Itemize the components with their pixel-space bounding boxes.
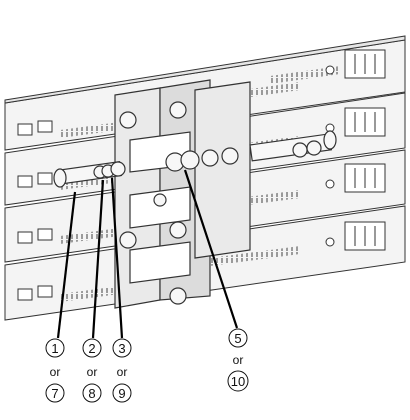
terminal-blocks — [325, 49, 386, 251]
callout-3: 3 or 9 — [112, 338, 132, 403]
bolt-assembly — [53, 101, 337, 305]
rear-ports — [17, 120, 53, 301]
callout-1: 1 or 7 — [45, 338, 65, 403]
callout-2-connector: or — [87, 365, 98, 379]
callout-5-primary: 5 — [234, 331, 241, 346]
callout-5-alternate: 10 — [231, 374, 245, 389]
callout-1-alternate: 7 — [51, 386, 58, 401]
callout-3-connector: or — [117, 365, 128, 379]
callout-5-connector: or — [233, 353, 244, 367]
leader-lines — [56, 169, 239, 339]
callout-1-primary: 1 — [51, 341, 58, 356]
callout-3-primary: 3 — [118, 341, 125, 356]
callout-5: 5 or 10 — [227, 328, 249, 392]
bus-bar-brackets — [114, 79, 251, 309]
callout-2-alternate: 8 — [88, 386, 95, 401]
callout-2-primary: 2 — [88, 341, 95, 356]
callout-1-connector: or — [50, 365, 61, 379]
callout-3-alternate: 9 — [118, 386, 125, 401]
callout-2: 2 or 8 — [82, 338, 102, 403]
